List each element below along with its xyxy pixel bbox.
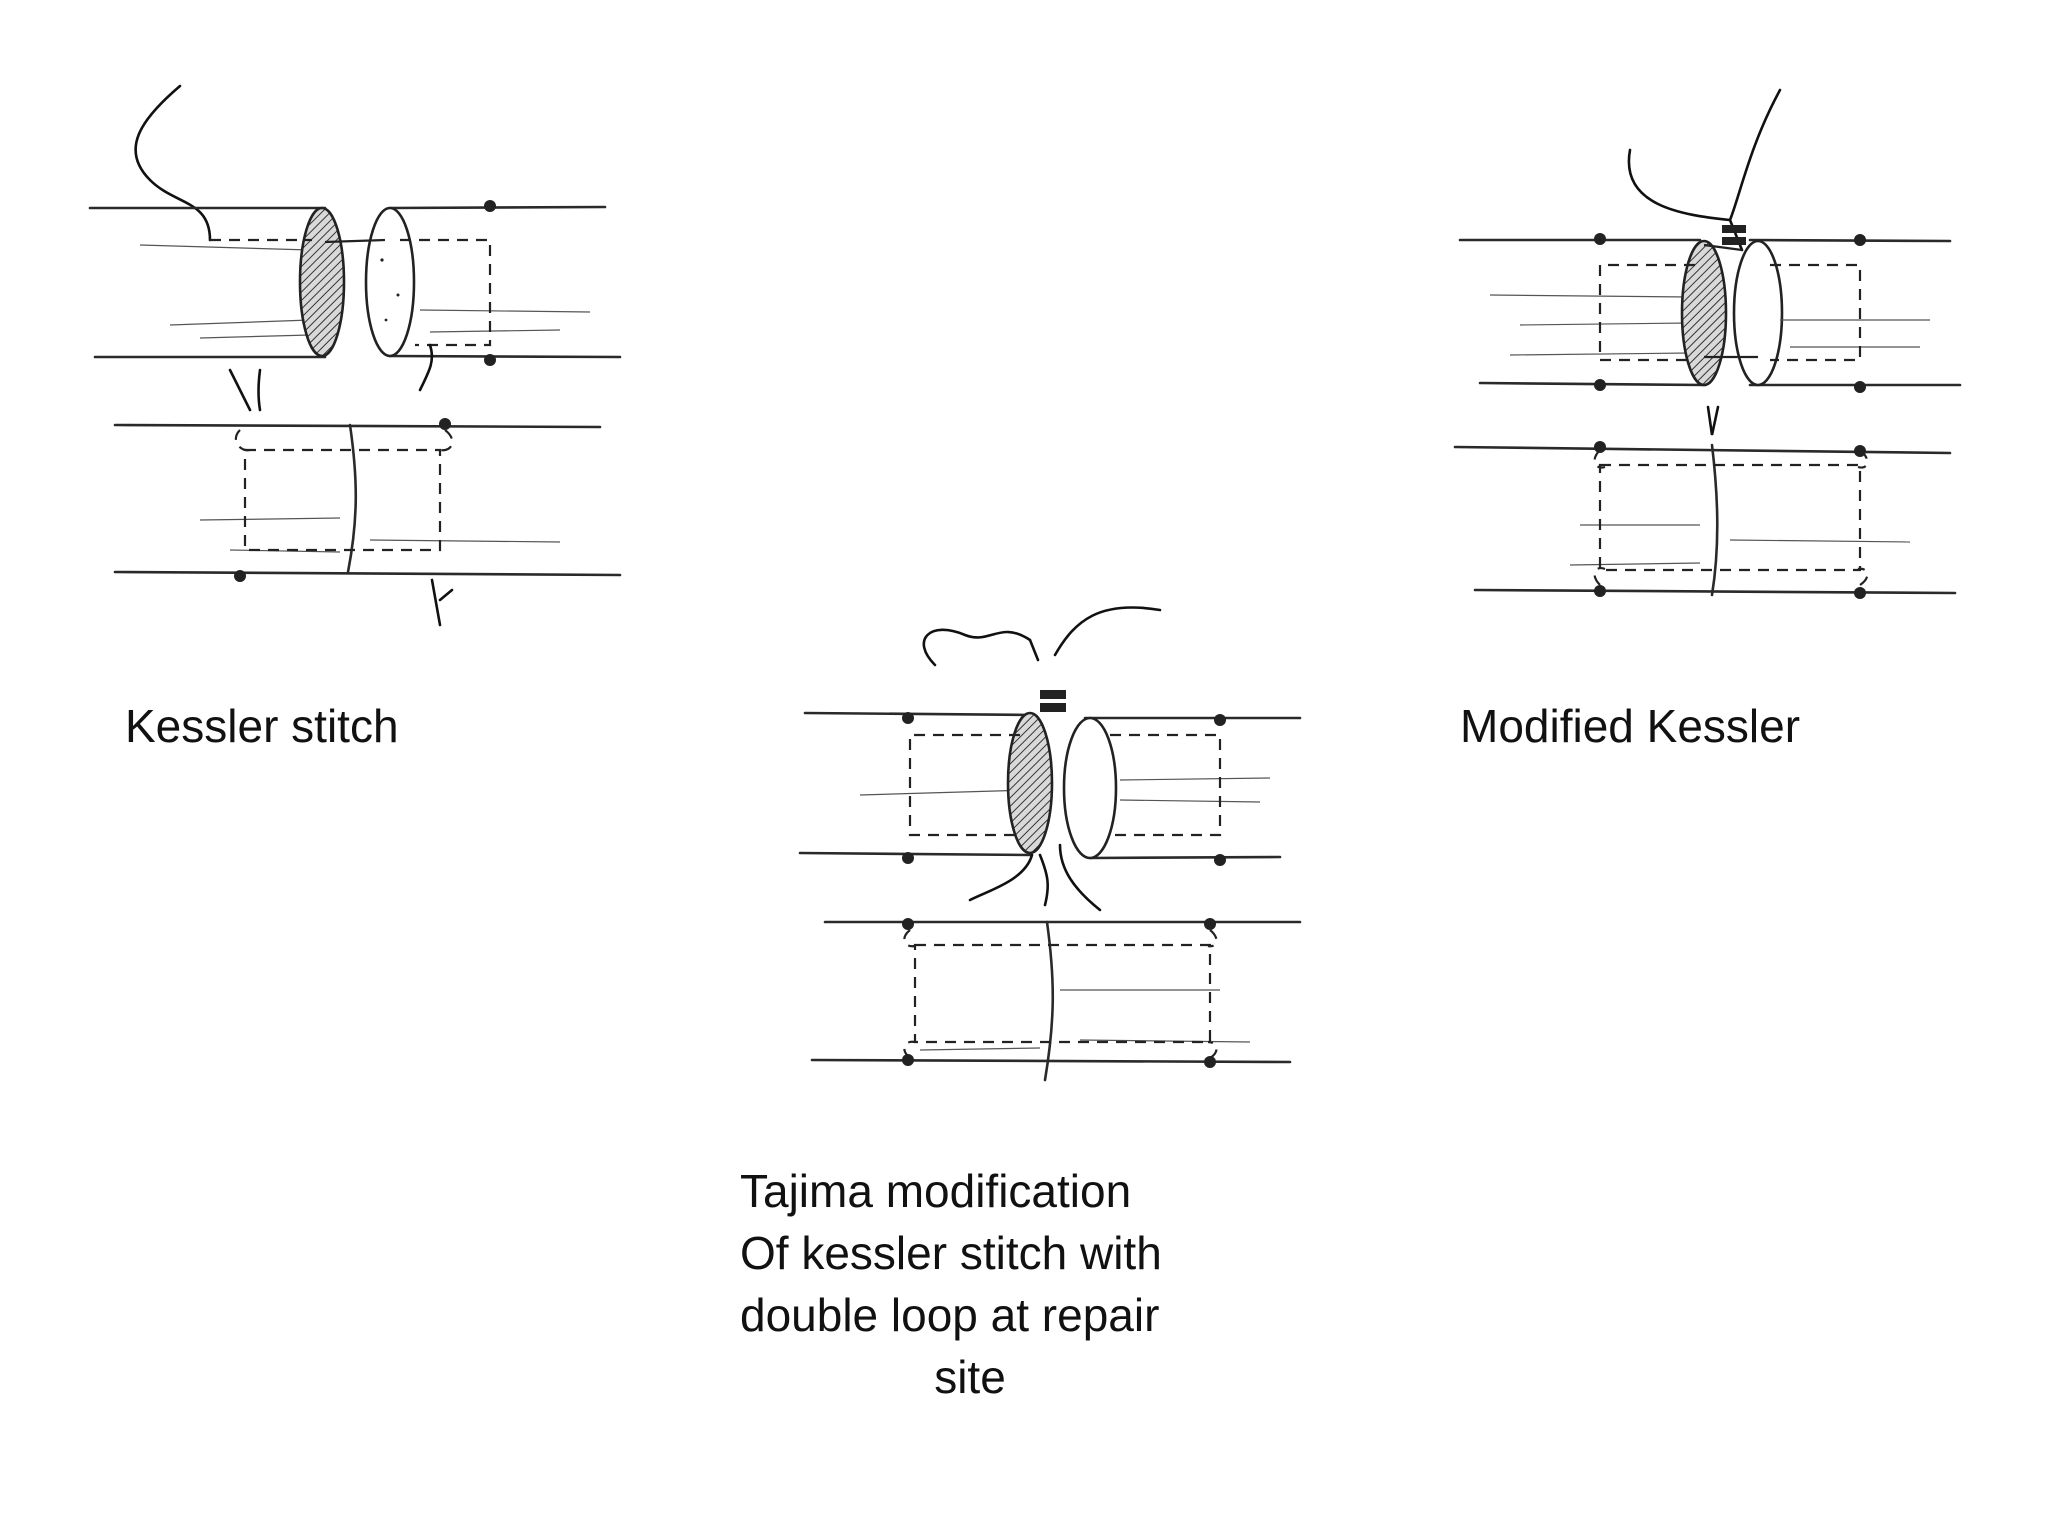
kessler-stitch-caption: Kessler stitch (125, 700, 399, 752)
caption-line: Of kessler stitch with (740, 1227, 1162, 1279)
modified-kessler-caption: Modified Kessler (1460, 700, 1801, 752)
caption-line: site (934, 1351, 1006, 1403)
tajima-modification-caption: Tajima modification Of kessler stitch wi… (740, 1160, 1200, 1408)
tajima-modification-drawing (798, 600, 1340, 1100)
kessler-stitch-drawing (80, 80, 640, 640)
caption-line: Tajima modification (740, 1165, 1132, 1217)
caption-line: double loop at repair (740, 1289, 1160, 1341)
modified-kessler-drawing (1450, 85, 2010, 625)
